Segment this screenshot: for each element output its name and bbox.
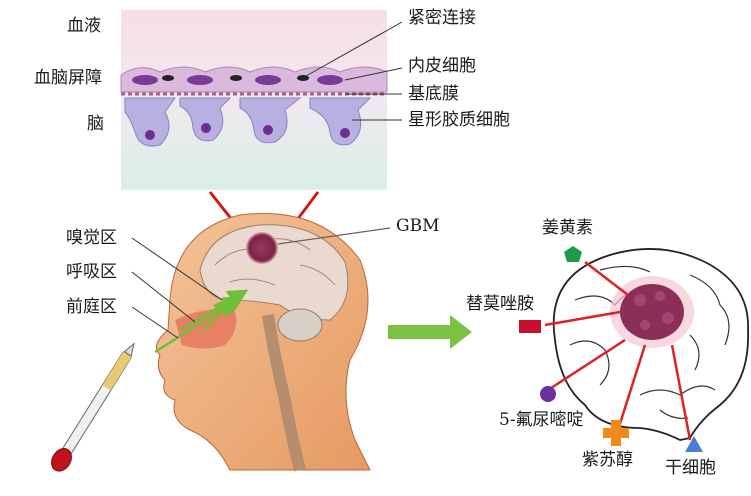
label-olfactory: 嗅觉区 [66, 230, 117, 247]
tight-junction [297, 75, 309, 81]
transition-arrow [388, 315, 472, 349]
endothelial-nucleus [187, 75, 213, 85]
label-tight-junction: 紧密连接 [408, 10, 476, 27]
curcumin-icon [564, 246, 582, 262]
label-respiratory: 呼吸区 [66, 264, 117, 281]
label-basement-membrane: 基底膜 [408, 86, 459, 103]
dropper [48, 339, 142, 475]
tight-junction [230, 75, 242, 81]
label-curcumin: 姜黄素 [542, 220, 593, 237]
gbm-tumor [246, 232, 278, 264]
label-brain: 脑 [87, 116, 104, 133]
fluorouracil-icon [540, 386, 556, 402]
label-endothelial: 内皮细胞 [408, 58, 476, 75]
label-perillyl-alcohol: 紫苏醇 [582, 452, 633, 469]
label-blood: 血液 [67, 18, 101, 35]
label-astrocyte: 星形胶质细胞 [408, 112, 510, 129]
endothelial-nucleus [132, 75, 158, 85]
bbb-panel [121, 10, 402, 190]
label-vestibular: 前庭区 [66, 299, 117, 316]
tight-junction [162, 75, 174, 81]
cerebellum [278, 309, 322, 341]
endothelial-nucleus [317, 75, 343, 85]
label-fluorouracil: 5-氟尿嘧啶 [499, 412, 584, 429]
label-stem-cells: 干细胞 [665, 460, 716, 477]
label-temozolomide: 替莫唑胺 [466, 296, 534, 313]
target-tumor [620, 284, 684, 340]
endothelial-nucleus [255, 75, 281, 85]
label-gbm: GBM [396, 218, 439, 235]
temozolomide-icon [519, 320, 541, 333]
label-bbb: 血脑屏障 [34, 70, 102, 87]
